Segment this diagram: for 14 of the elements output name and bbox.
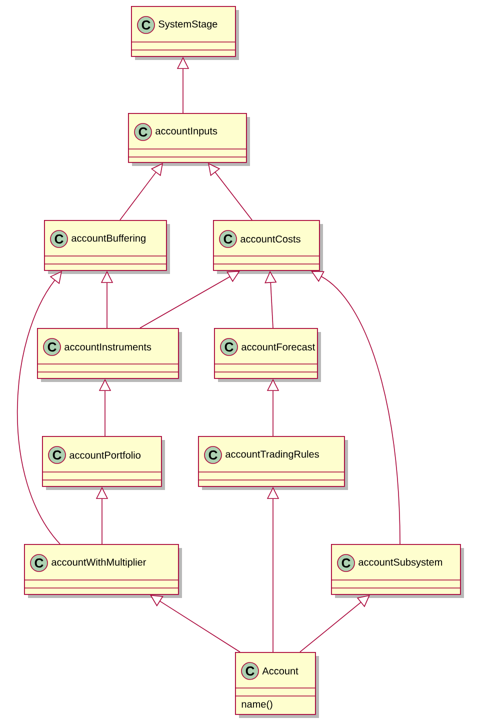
class-box: C Account name()	[234, 652, 319, 718]
class-box: C accountInputs	[128, 113, 250, 166]
inheritance-arrow	[140, 270, 240, 328]
class-box: C accountForecast	[214, 328, 321, 382]
inheritance-arrow	[311, 270, 400, 544]
class-box: C accountInstruments	[36, 328, 182, 382]
class-box: C SystemStage	[130, 6, 239, 60]
class-box: C accountSubsystem	[330, 544, 464, 598]
class-box: C accountPortfolio	[42, 436, 165, 490]
class-box: C accountWithMultiplier	[24, 544, 182, 598]
class-box: C accountCosts	[212, 220, 323, 274]
class-box: C accountTradingRules	[198, 436, 348, 490]
class-box: C accountBuffering	[44, 220, 170, 274]
inheritance-arrow	[150, 594, 240, 652]
